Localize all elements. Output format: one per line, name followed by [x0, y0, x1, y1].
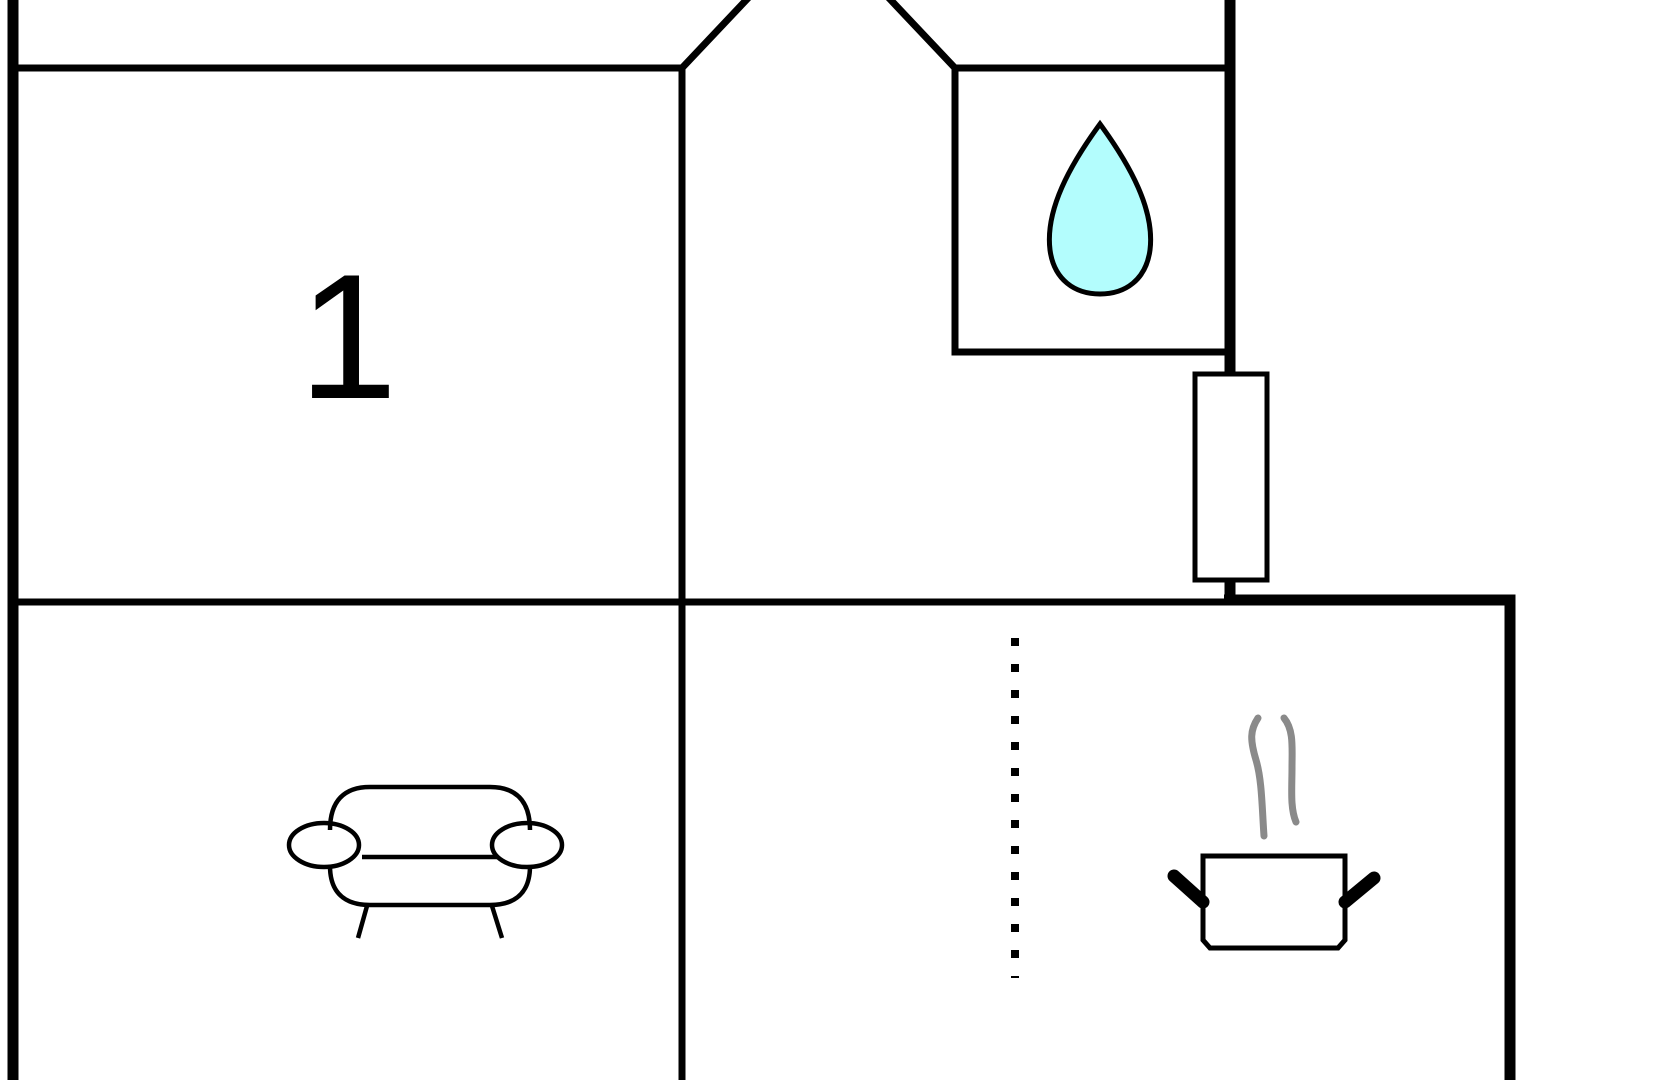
wall-opening-frame — [1192, 371, 1270, 583]
hallway-gable-wall — [678, 0, 752, 1080]
kitchen-outer-wall — [1224, 594, 1516, 1080]
interior-walls — [13, 0, 1230, 1080]
bathroom — [951, 68, 1228, 356]
bathroom-wall — [951, 68, 1228, 356]
water-drop-icon — [1046, 119, 1154, 297]
cooking-pot-icon — [1167, 714, 1381, 951]
armchair-icon — [286, 784, 565, 939]
room-number-label: 1 — [299, 237, 398, 436]
hallway-gable-wall-right — [885, 0, 1230, 72]
